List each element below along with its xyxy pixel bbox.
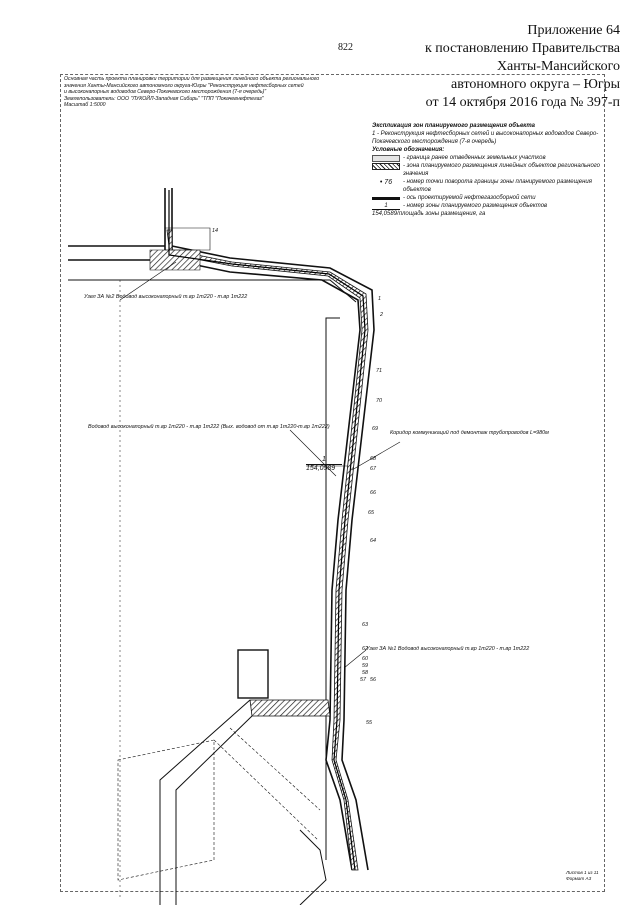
main-corridor-west-line bbox=[171, 259, 361, 871]
explication-title: Экспликация зон планируемого размещения … bbox=[372, 123, 535, 129]
point-57: 57 bbox=[360, 677, 366, 683]
fraction-tail: /площадь зоны размещения, га bbox=[397, 211, 486, 217]
legend-text: - номер точки поворота границы зоны план… bbox=[403, 179, 592, 193]
point-66: 66 bbox=[370, 490, 376, 496]
pad-area bbox=[117, 739, 215, 881]
planned-zone bbox=[149, 227, 369, 871]
info-line-4: Землепользователь: ООО "ЛУКОЙЛ-Западная … bbox=[64, 95, 264, 102]
point-58: 58 bbox=[362, 670, 368, 676]
point-71: 71 bbox=[376, 368, 382, 374]
point-64: 64 bbox=[370, 538, 376, 544]
legend-row-boundary: - граница ранее отведенных земельных уча… bbox=[372, 154, 604, 162]
gray-box-symbol bbox=[372, 155, 400, 162]
label-node-1: Узел ЗА №1 Водовод высоконапорный т.вр 1… bbox=[366, 646, 530, 652]
point-60: 60 bbox=[362, 656, 368, 662]
point-56: 56 bbox=[370, 677, 376, 683]
zone-area: 154,0589 bbox=[306, 465, 336, 472]
main-corridor-east-line bbox=[171, 245, 375, 871]
point-65: 65 bbox=[368, 510, 374, 516]
legend-area-line: 154,0589/площадь зоны размещения, га bbox=[372, 210, 604, 218]
point-1: 1 bbox=[378, 296, 381, 302]
map-legend: Экспликация зон планируемого размещения … bbox=[372, 122, 604, 218]
page-number: 822 bbox=[338, 42, 353, 53]
leader-vodovod bbox=[289, 429, 337, 477]
point-62: 62 bbox=[362, 646, 368, 652]
sheet-footer: Листов 1 из 11 Формат А3 bbox=[566, 870, 599, 882]
fraction-symbol: 1 bbox=[372, 203, 400, 210]
legend-text: - номер зоны планируемого размещения объ… bbox=[403, 203, 548, 209]
region-line-1: Ханты-Мансийского bbox=[496, 59, 620, 74]
zone-node-box bbox=[164, 227, 211, 251]
legend-text: - ось проектируемой нефтегазосборной сет… bbox=[403, 195, 536, 201]
legend-row-zone-number: 1 - номер зоны планируемого размещения о… bbox=[372, 202, 604, 210]
sheet-count: Листов 1 из 11 bbox=[566, 870, 599, 875]
fraction-top: 1 bbox=[372, 203, 400, 210]
region-line-2: автономного округа – Югры bbox=[451, 77, 620, 92]
appendix-title: Приложение 64 bbox=[527, 23, 620, 38]
point-68: 68 bbox=[370, 456, 376, 462]
point-dot-symbol: • 76 bbox=[379, 179, 393, 186]
symbols-title: Условные обозначения: bbox=[372, 147, 445, 153]
lower-structures bbox=[117, 649, 331, 905]
label-corridor: Коридор коммуникаций под демонтаж трубоп… bbox=[390, 430, 549, 436]
info-line-1: Основная часть проекта планировки террит… bbox=[64, 76, 320, 82]
pad-outline bbox=[213, 727, 321, 841]
leader-uzel2 bbox=[119, 261, 177, 301]
project-info-block: Основная часть проекта планировки террит… bbox=[64, 76, 364, 109]
zone-number-label: 1 154,0589 bbox=[306, 456, 342, 473]
label-node-2: Узел ЗА №2 Водовод высоконапорный т.вр 1… bbox=[84, 294, 248, 300]
point-67: 67 bbox=[370, 466, 376, 472]
info-line-3: и высоконапорных водоводов Северо-Покаче… bbox=[64, 89, 267, 96]
point-59: 59 bbox=[362, 663, 368, 669]
axis-line-symbol bbox=[372, 197, 400, 200]
zone-hatched-strip bbox=[166, 229, 369, 871]
west-road-outline bbox=[68, 245, 165, 261]
point-2: 2 bbox=[380, 312, 383, 318]
point-55: 55 bbox=[366, 720, 372, 726]
point-69: 69 bbox=[372, 426, 378, 432]
info-scale: Масштаб 1:5000 bbox=[64, 102, 106, 109]
document-header: Приложение 64 к постановлению Правительс… bbox=[320, 22, 620, 112]
leader-uzel1 bbox=[343, 649, 367, 669]
legend-row-point: • 76 - номер точки поворота границы зоны… bbox=[372, 178, 604, 194]
fraction-bottom: 154,0589 bbox=[372, 211, 398, 217]
existing-allotments bbox=[68, 188, 375, 900]
label-water-pipeline: Водовод высоконапорный т.вр 1т220 - т.вр… bbox=[88, 424, 330, 430]
hatch-box-symbol bbox=[372, 163, 400, 170]
explication-item: 1 - Реконструкция нефтесборных сетей и в… bbox=[372, 131, 599, 145]
legend-row-zone: - зона планируемого размещения линейных … bbox=[372, 162, 604, 178]
info-line-2: значения Ханты-Мансийского автономного о… bbox=[64, 82, 304, 89]
inner-corridor-line bbox=[325, 317, 340, 860]
point-70: 70 bbox=[376, 398, 382, 404]
map-sheet-frame bbox=[60, 74, 605, 892]
decree-line: к постановлению Правительства bbox=[424, 41, 620, 56]
decree-date: от 14 октября 2016 года № 397-п bbox=[425, 95, 620, 110]
zone-node-north bbox=[149, 249, 201, 271]
inner-road-line bbox=[68, 279, 357, 303]
point-14: 14 bbox=[212, 228, 218, 234]
south-branch-road bbox=[159, 699, 253, 905]
building-outline bbox=[237, 649, 269, 699]
legend-row-axis: - ось проектируемой нефтегазосборной сет… bbox=[372, 194, 604, 202]
sheet-format: Формат А3 bbox=[566, 876, 592, 881]
leader-koridor bbox=[351, 441, 401, 471]
leader-lines bbox=[119, 261, 401, 669]
point-63: 63 bbox=[362, 622, 368, 628]
project-axis-line bbox=[168, 190, 366, 871]
bottom-road bbox=[299, 829, 327, 905]
legend-text: - зона планируемого размещения линейных … bbox=[403, 163, 601, 177]
zone-number: 1 bbox=[306, 456, 342, 465]
legend-text: - граница ранее отведенных земельных уча… bbox=[403, 155, 546, 161]
south-branch-zone bbox=[249, 699, 331, 717]
